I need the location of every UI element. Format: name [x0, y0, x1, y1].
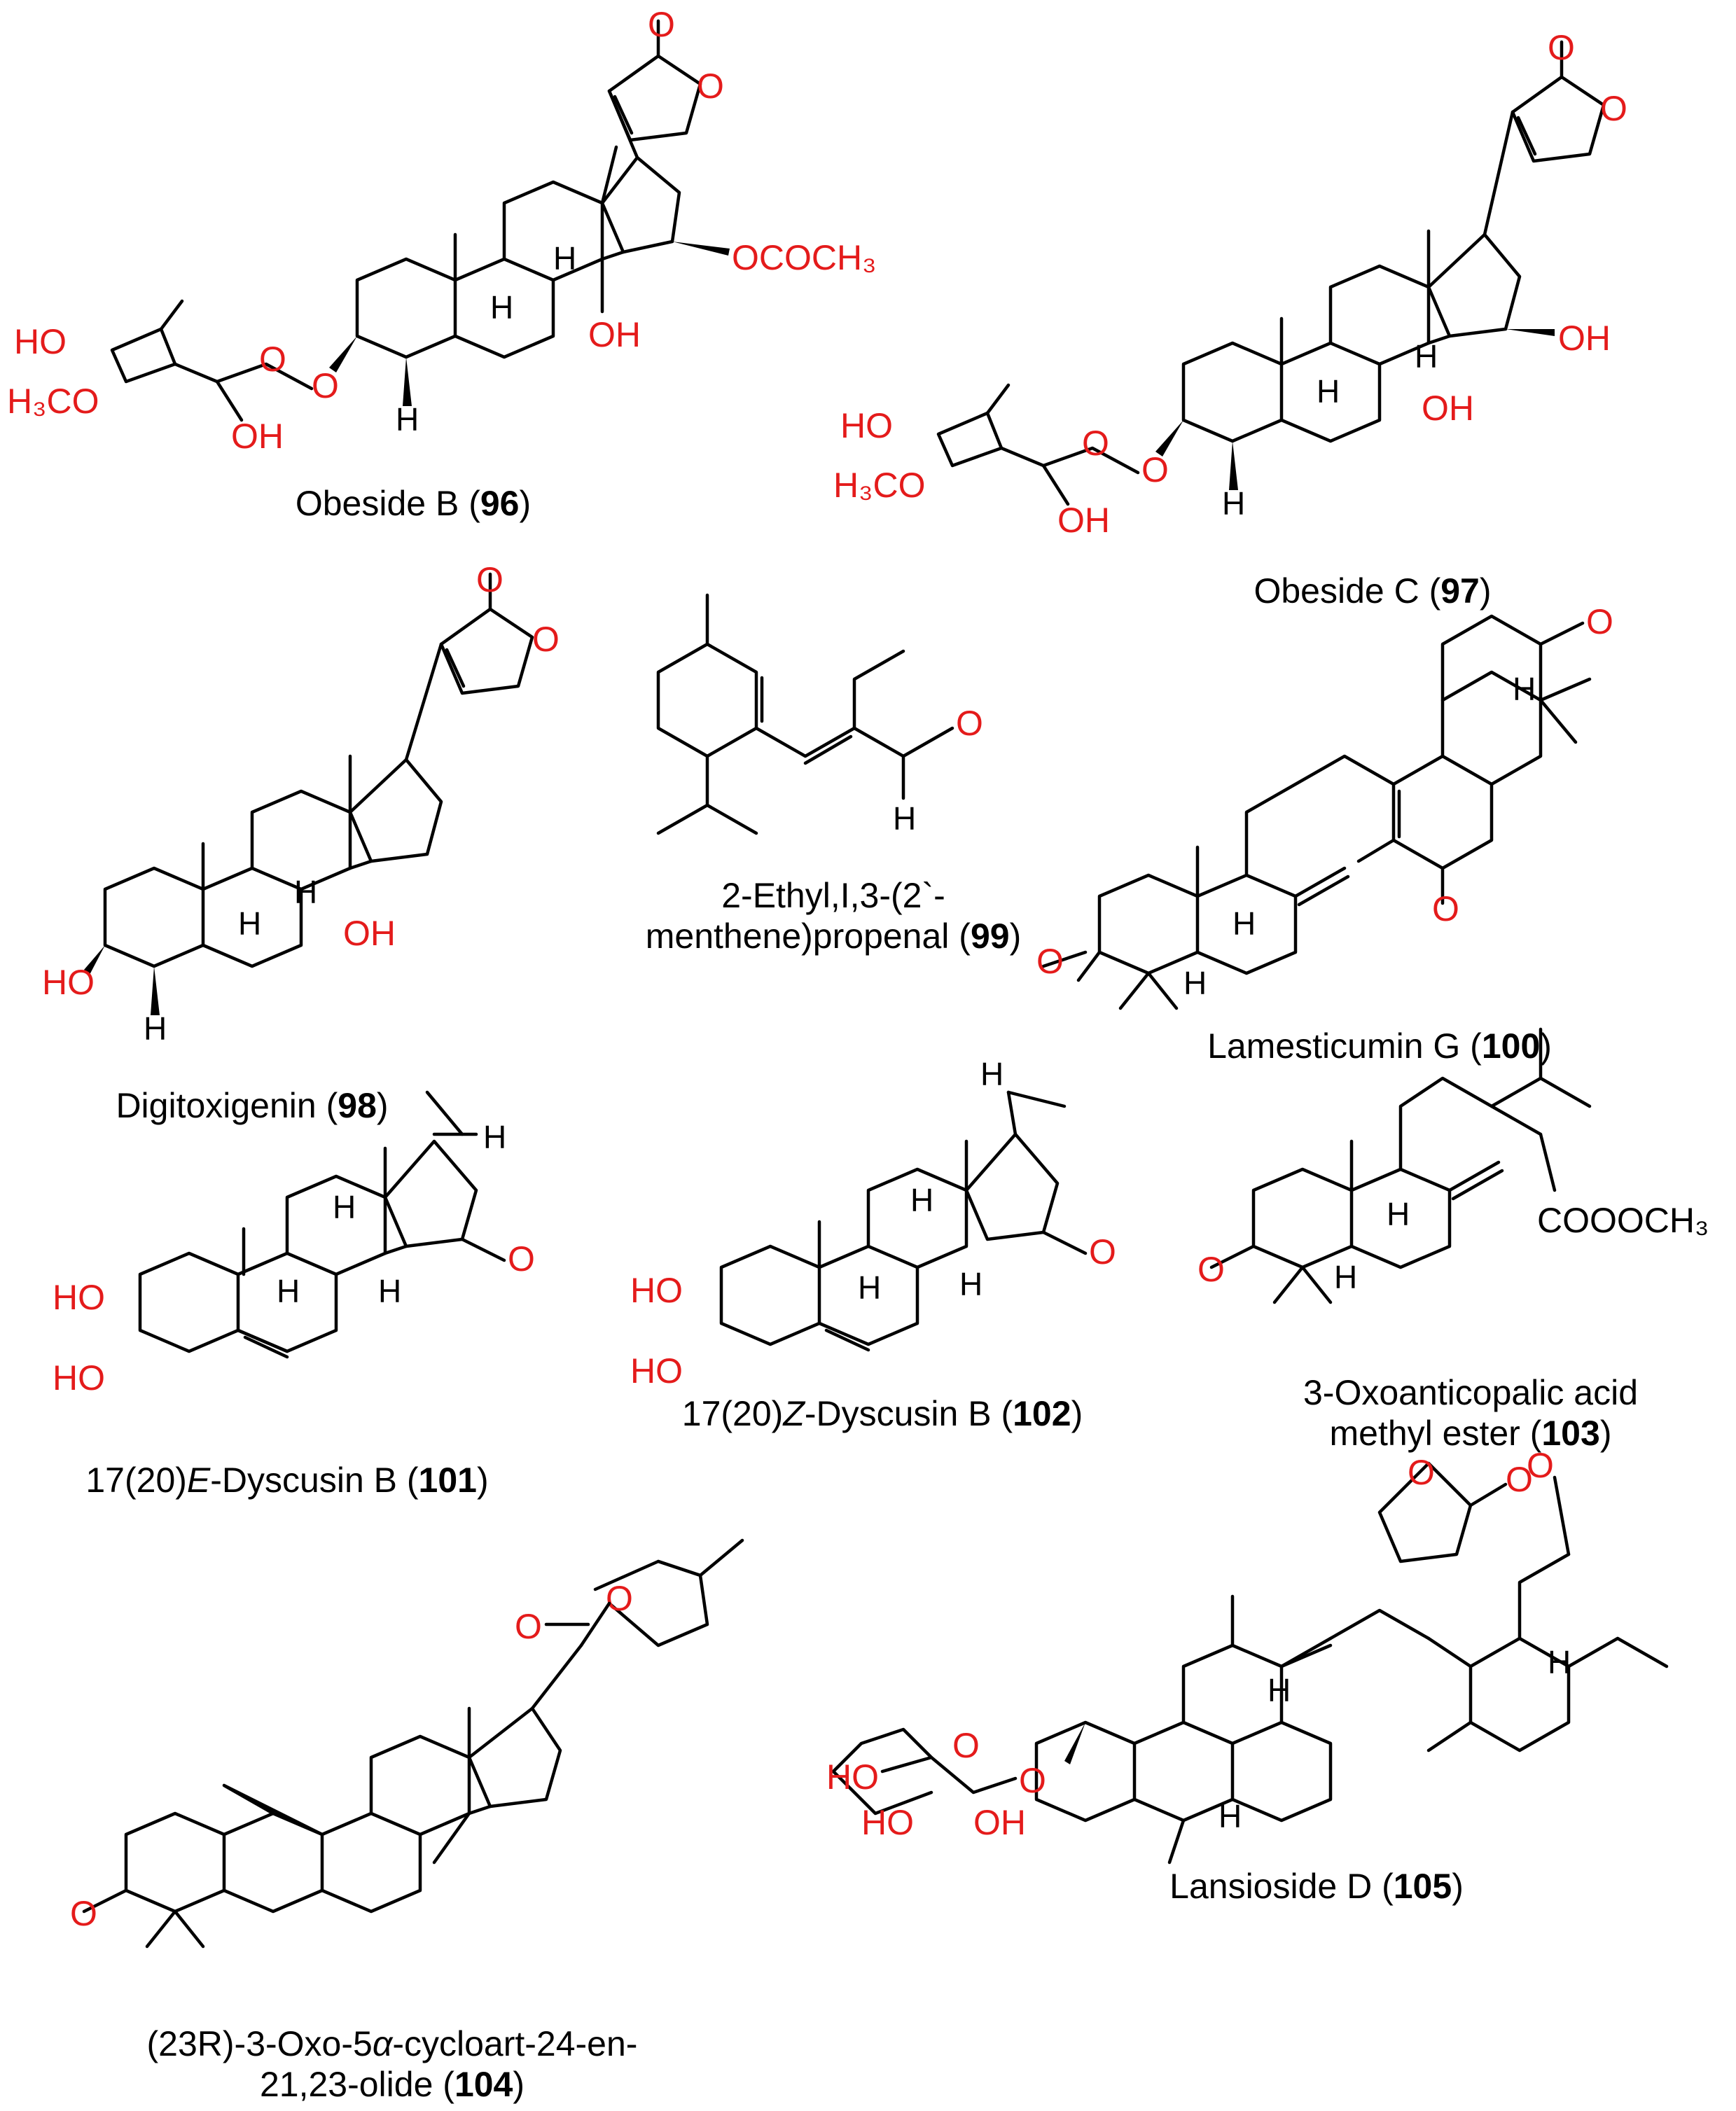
- svg-text:O: O: [532, 620, 560, 659]
- svg-text:HO: HO: [630, 1271, 683, 1310]
- svg-text:O: O: [1089, 1232, 1116, 1272]
- caption-97: Obeside C (97): [1254, 571, 1492, 611]
- svg-text:H: H: [483, 1119, 506, 1155]
- caption-100: Lamesticumin G (100): [1207, 1026, 1552, 1066]
- svg-text:O: O: [312, 366, 339, 405]
- caption-99-line1: 2-Ethyl,I,3-(2`-: [721, 876, 945, 915]
- svg-text:H₃CO: H₃CO: [833, 466, 925, 505]
- svg-text:HO: HO: [826, 1757, 879, 1797]
- svg-text:O: O: [1141, 450, 1169, 489]
- svg-text:O: O: [1600, 89, 1627, 128]
- svg-text:H: H: [396, 401, 419, 438]
- caption-99: 2-Ethyl,I,3-(2`- menthene)propenal (99): [616, 875, 1050, 956]
- svg-text:H: H: [333, 1189, 356, 1225]
- structure-103: O H H COOOCH₃: [1197, 1027, 1709, 1304]
- svg-text:O: O: [1586, 602, 1613, 641]
- structure-102: H O H H H HO HO: [630, 1056, 1116, 1391]
- svg-text:OH: OH: [1057, 501, 1110, 540]
- svg-text:HO: HO: [840, 406, 893, 445]
- svg-text:H: H: [1232, 905, 1256, 942]
- svg-text:O: O: [70, 1894, 97, 1933]
- svg-text:H: H: [1513, 671, 1536, 707]
- svg-text:H: H: [959, 1266, 982, 1302]
- svg-text:O: O: [1527, 1446, 1554, 1485]
- caption-99-line2: menthene)propenal (99): [645, 917, 1022, 956]
- svg-text:H: H: [1415, 338, 1438, 375]
- svg-text:O: O: [1408, 1453, 1435, 1492]
- svg-text:H: H: [980, 1056, 1004, 1092]
- svg-text:H: H: [1183, 965, 1207, 1001]
- svg-text:H: H: [553, 240, 576, 277]
- svg-text:H: H: [490, 289, 513, 326]
- svg-text:HO: HO: [42, 963, 95, 1002]
- svg-text:O: O: [476, 560, 504, 599]
- svg-text:H: H: [1317, 373, 1340, 410]
- svg-text:OH: OH: [231, 417, 284, 456]
- lactone-o-96: O: [648, 5, 675, 44]
- svg-text:H: H: [1548, 1644, 1571, 1680]
- structure-99: O H: [656, 593, 983, 837]
- svg-text:HO: HO: [861, 1803, 914, 1842]
- svg-text:COOOCH₃: COOOCH₃: [1537, 1201, 1709, 1240]
- caption-104: (23R)-3-Oxo-5α-cycloart-24-en- 21,23-oli…: [126, 2023, 658, 2105]
- caption-103-line1: 3-Oxoanticopalic acid: [1303, 1373, 1639, 1412]
- caption-103-line2: methyl ester (103): [1329, 1414, 1612, 1453]
- svg-text:O: O: [1432, 889, 1459, 928]
- svg-text:H: H: [858, 1269, 881, 1306]
- svg-text:OH: OH: [588, 315, 641, 354]
- svg-text:O: O: [1036, 942, 1064, 981]
- svg-text:H: H: [378, 1273, 401, 1309]
- svg-text:OH: OH: [1422, 389, 1474, 428]
- caption-96: Obeside B (96): [295, 484, 532, 523]
- svg-text:O: O: [1506, 1460, 1533, 1499]
- svg-text:H: H: [294, 874, 317, 910]
- svg-text:O: O: [697, 67, 724, 106]
- caption-104-line2: 21,23-olide (104): [259, 2065, 525, 2104]
- svg-text:H: H: [144, 1010, 167, 1047]
- svg-text:OCOCH₃: OCOCH₃: [732, 238, 876, 277]
- svg-text:H: H: [277, 1273, 300, 1309]
- structure-97: O O OH H OH H H O O HO H₃CO OH: [833, 28, 1627, 540]
- structure-100: O H H O H O: [1036, 602, 1613, 1010]
- svg-text:H: H: [238, 905, 261, 942]
- svg-text:H: H: [1222, 485, 1245, 522]
- svg-text:HO: HO: [53, 1278, 105, 1317]
- svg-text:OH: OH: [973, 1803, 1026, 1842]
- svg-text:OH: OH: [1558, 319, 1611, 358]
- svg-text:O: O: [1197, 1250, 1225, 1289]
- svg-text:O: O: [1548, 28, 1575, 67]
- svg-text:H: H: [1387, 1196, 1410, 1232]
- svg-text:HO: HO: [14, 322, 67, 361]
- svg-text:O: O: [606, 1579, 633, 1618]
- svg-text:O: O: [508, 1239, 535, 1279]
- caption-104-line1: (23R)-3-Oxo-5α-cycloart-24-en-: [146, 2024, 638, 2063]
- svg-text:O: O: [259, 340, 286, 379]
- svg-text:H₃CO: H₃CO: [7, 382, 99, 421]
- svg-text:OH: OH: [343, 914, 396, 953]
- caption-105: Lansioside D (105): [1169, 1867, 1464, 1906]
- structure-98: O O H OH H H HO: [42, 560, 560, 1047]
- structure-101: H O H H H HO HO: [53, 1090, 535, 1398]
- svg-text:HO: HO: [53, 1358, 105, 1398]
- caption-102: 17(20)Z-Dyscusin B (102): [681, 1394, 1083, 1433]
- caption-101: 17(20)E-Dyscusin B (101): [85, 1461, 489, 1500]
- svg-text:O: O: [956, 704, 983, 743]
- svg-text:H: H: [893, 800, 916, 837]
- caption-98: Digitoxigenin (98): [116, 1086, 389, 1125]
- svg-text:O: O: [515, 1607, 542, 1646]
- svg-text:O: O: [1082, 424, 1109, 463]
- structure-104: O O O: [70, 1538, 744, 1949]
- svg-text:O: O: [952, 1726, 980, 1765]
- svg-text:H: H: [910, 1182, 933, 1218]
- svg-text:H: H: [1218, 1798, 1242, 1834]
- structure-105: O O O H H H O O HO HO OH: [826, 1446, 1669, 1865]
- svg-text:O: O: [1019, 1761, 1046, 1800]
- svg-text:H: H: [1334, 1259, 1357, 1295]
- svg-text:HO: HO: [630, 1351, 683, 1391]
- structure-96: O O OCOCH₃ H OH H H O O HO H₃CO OH: [7, 5, 876, 456]
- svg-text:H: H: [1268, 1672, 1291, 1708]
- caption-103: 3-Oxoanticopalic acid methyl ester (103): [1247, 1372, 1695, 1454]
